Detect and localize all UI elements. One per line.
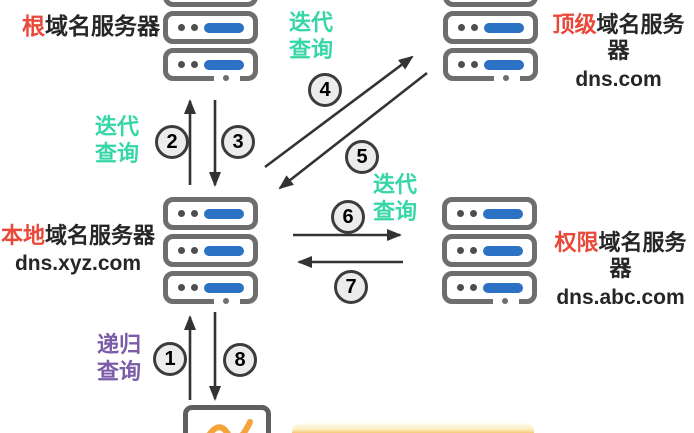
local-server-label-prefix: 本地: [0, 223, 45, 248]
tld-server-label-prefix: 顶级: [552, 12, 597, 37]
highlight-banner: [292, 423, 534, 433]
iterative-query-right-line2: 查询: [372, 199, 417, 224]
step-badge-3: 3: [221, 125, 255, 159]
client-logo-swoosh: [206, 419, 253, 433]
iterative-query-right-line1: 迭代: [372, 172, 417, 197]
server-rack-unit: [442, 234, 537, 267]
local-server-label: 本地域名服务器 dns.xyz.com: [0, 223, 156, 277]
local-server-domain: dns.xyz.com: [14, 252, 142, 276]
iterative-query-left-line1: 迭代: [94, 114, 139, 139]
tld-server-domain: dns.com: [575, 67, 662, 91]
server-led-bar: [204, 23, 244, 33]
server-rack-unit: [443, 48, 538, 82]
tld-server-label-line: 顶级域名服务器: [543, 12, 694, 65]
server-rack-unit: [163, 197, 258, 230]
server-led-bar: [484, 60, 524, 70]
root-server-icon: [163, 0, 258, 82]
local-server-label-name: 域名服务器: [45, 223, 156, 248]
iterative-query-left-line2: 查询: [94, 141, 139, 166]
server-led-bar: [484, 23, 524, 33]
auth-server-label: 权限域名服务器 dns.abc.com: [547, 230, 694, 310]
auth-server-label-name: 域名服务器: [598, 230, 687, 282]
step-badge-8: 8: [223, 343, 257, 377]
server-rack-unit: [163, 271, 258, 305]
server-rack-unit: [163, 11, 258, 44]
tld-server-label-name: 域名服务器: [596, 12, 685, 64]
server-led-bar: [204, 60, 244, 70]
step-badge-7: 7: [334, 270, 368, 304]
auth-server-domain: dns.abc.com: [556, 285, 685, 309]
server-rack-unit: [442, 271, 537, 305]
tld-server-icon: [443, 0, 538, 82]
recursive-query-line2: 查询: [96, 359, 141, 384]
local-server-label-line: 本地域名服务器: [0, 223, 156, 249]
server-rack-unit: [442, 197, 537, 230]
recursive-query-label: 递归 查询: [95, 331, 143, 385]
step-badge-4: 4: [308, 73, 342, 107]
step-badge-2: 2: [155, 125, 189, 159]
iterative-query-label-left: 迭代 查询: [93, 113, 141, 167]
client-computer-icon: [183, 405, 271, 433]
auth-server-label-line: 权限域名服务器: [547, 230, 694, 283]
recursive-query-line1: 递归: [96, 332, 141, 357]
server-rack-unit: [443, 11, 538, 44]
local-server-icon: [163, 197, 258, 305]
server-rack-unit: [163, 48, 258, 82]
arrow-step4-local-to-tld: [264, 55, 414, 169]
step-badge-5: 5: [345, 140, 379, 174]
iterative-query-top-line1: 迭代: [288, 10, 333, 35]
server-rack-unit: [443, 0, 538, 7]
auth-server-label-prefix: 权限: [554, 230, 599, 255]
root-server-label-prefix: 根: [22, 13, 45, 39]
server-led-bar: [204, 246, 244, 256]
server-rack-unit: [163, 234, 258, 267]
server-led-bar: [483, 283, 523, 293]
iterative-query-top-line2: 查询: [288, 37, 333, 62]
auth-server-icon: [442, 197, 537, 305]
root-server-label-name: 域名服务器: [45, 13, 160, 39]
server-led-bar: [483, 209, 523, 219]
root-server-label: 根域名服务器: [22, 13, 160, 41]
server-led-bar: [204, 209, 244, 219]
step-badge-1: 1: [153, 342, 187, 376]
server-rack-unit: [163, 0, 258, 7]
server-led-bar: [483, 246, 523, 256]
server-led-bar: [204, 283, 244, 293]
iterative-query-label-right: 迭代 查询: [371, 171, 419, 225]
tld-server-label: 顶级域名服务器 dns.com: [543, 12, 694, 92]
step-badge-6: 6: [331, 200, 365, 234]
iterative-query-label-top: 迭代 查询: [287, 9, 335, 63]
